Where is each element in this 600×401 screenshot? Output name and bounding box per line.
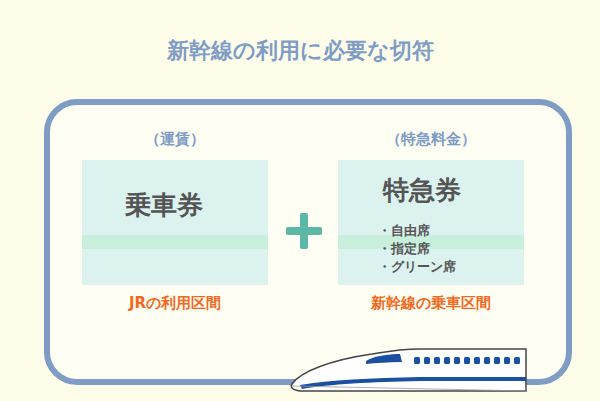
train-illustration xyxy=(291,349,526,391)
ticket-name: 特急券 xyxy=(383,173,461,208)
ticket-box: （運賃）乗車券JRの利用区間 xyxy=(82,160,268,285)
ticket-name: 乗車券 xyxy=(125,188,203,223)
section-note: JRの利用区間 xyxy=(52,294,298,313)
seat-type: ・自由席 xyxy=(378,223,430,239)
frame xyxy=(47,102,569,382)
title: 新幹線の利用に必要な切符 xyxy=(0,36,600,66)
fare-heading: （運賃） xyxy=(62,130,288,149)
ticket-box: （特急料金）特急券・自由席・指定席・グリーン席新幹線の乗車区間 xyxy=(338,160,524,285)
section-note: 新幹線の乗車区間 xyxy=(308,294,554,313)
plus-sign xyxy=(286,213,322,249)
seat-type: ・グリーン席 xyxy=(378,259,456,275)
seat-type: ・指定席 xyxy=(378,241,430,257)
fare-heading: （特急料金） xyxy=(318,130,544,149)
